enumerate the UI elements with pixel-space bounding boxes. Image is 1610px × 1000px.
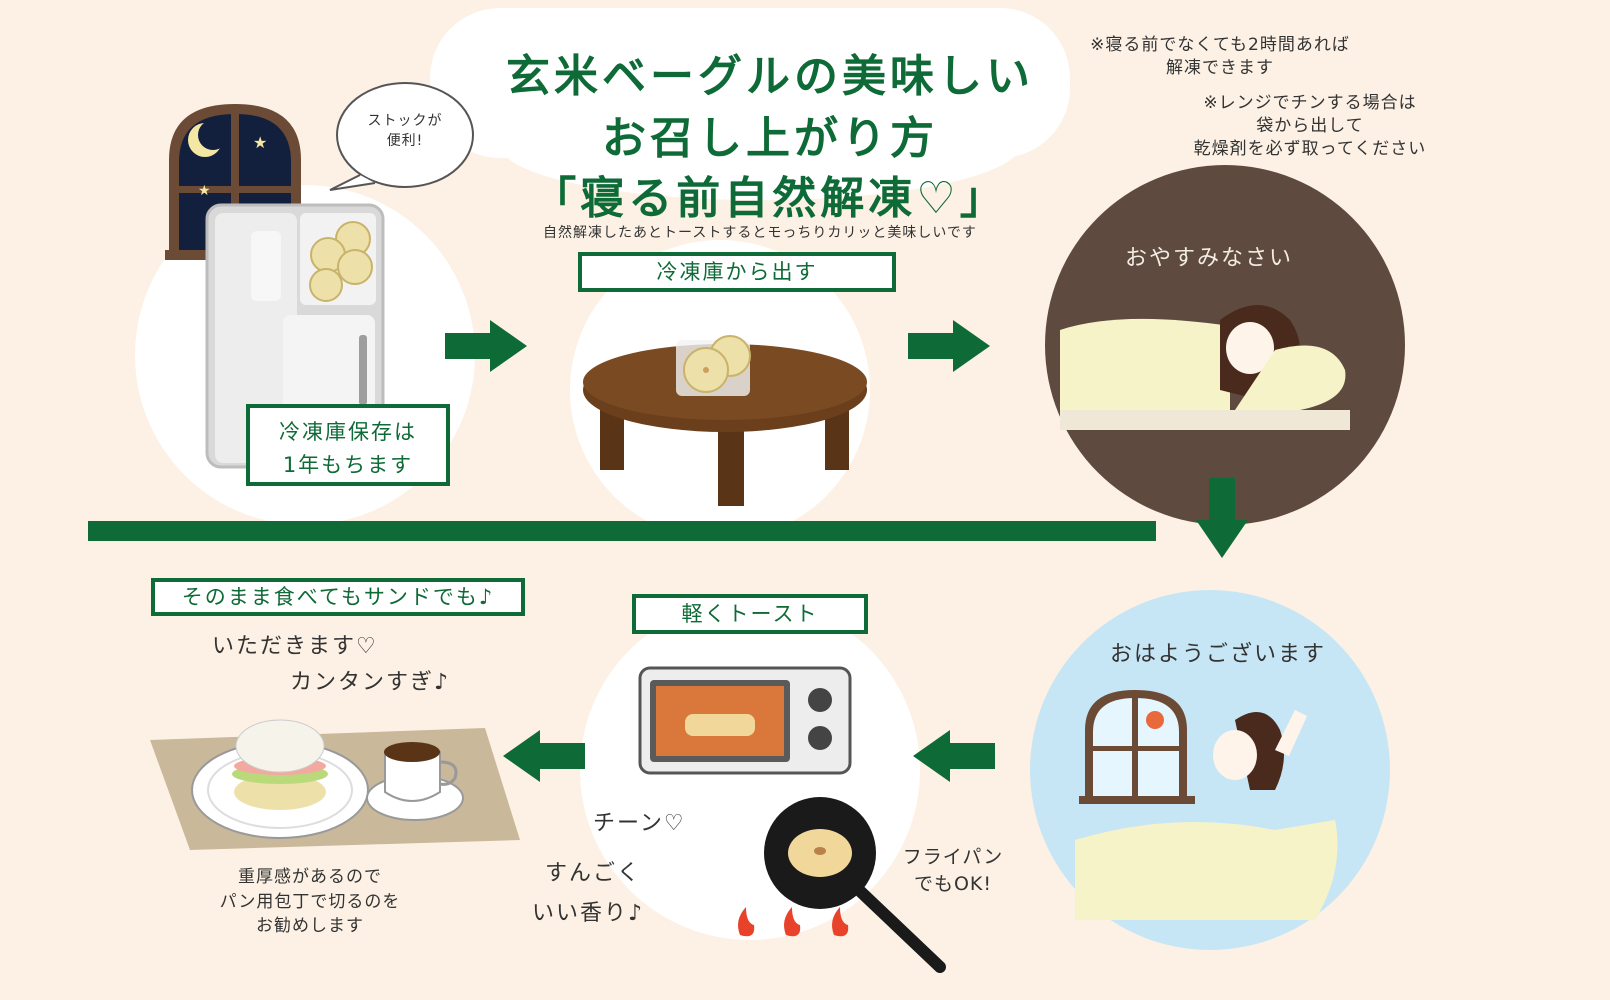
svg-text:★: ★: [253, 133, 267, 152]
title-cloud-puff: [500, 90, 1020, 200]
note-thaw-time-line2: 解凍できます: [1166, 57, 1274, 78]
arrow-down-icon: [1196, 478, 1248, 558]
sleeping-woman-illustration: [1060, 305, 1350, 430]
page-title-line2: お召し上がり方: [602, 113, 938, 164]
morning-illustration: [1075, 690, 1338, 920]
note-microwave-line2: 袋から出して: [1256, 115, 1364, 136]
eat-line1: いただきます♡: [212, 634, 378, 659]
toast-smell-line2: いい香り♪: [532, 901, 645, 926]
divider-line: [88, 521, 1156, 541]
eat-tip-line2: パン用包丁で切るのを: [219, 891, 401, 912]
page-title-line3: 「寝る前自然解凍♡」: [532, 173, 1008, 224]
speech-bubble-line2: 便利!: [386, 132, 424, 149]
toast-chin-text: チーン♡: [593, 811, 686, 836]
take-out-label: 冷凍庫から出す: [578, 252, 896, 292]
page-title-line1: 玄米ベーグルの美味しい: [506, 51, 1034, 102]
eat-tip-line3: お勧めします: [256, 916, 364, 937]
freezer-storage-label: 冷凍庫保存は 1年もちます: [246, 404, 450, 486]
page-subtitle: 自然解凍したあとトーストするとモっちりカリッと美味しいです: [543, 225, 977, 241]
note-microwave-line3: 乾燥剤を必ず取ってください: [1193, 138, 1427, 159]
speech-bubble-text: ストックが 便利!: [350, 112, 460, 151]
pan-note-line2: でもOK!: [913, 872, 993, 895]
arrow-right-icon: [445, 320, 527, 372]
toaster-oven-illustration: [638, 666, 852, 775]
meal-illustration: [150, 719, 520, 850]
pan-note-line1: フライパン: [902, 846, 1004, 868]
table-illustration: [583, 335, 867, 506]
arrow-left-icon: [913, 730, 995, 782]
eat-line2: カンタンすぎ♪: [290, 670, 451, 695]
freezer-storage-line2: 1年もちます: [282, 453, 414, 477]
eat-tip-line1: 重厚感があるので: [238, 867, 382, 887]
eat-tip: 重厚感があるので パン用包丁で切るのを お勧めします: [190, 865, 430, 939]
speech-bubble: [329, 82, 474, 191]
sleep-label: おやすみなさい: [1125, 246, 1294, 271]
note-thaw-time-line1: ※寝る前でなくても2時間あれば: [1090, 35, 1350, 55]
arrow-left-icon: [503, 730, 585, 782]
svg-text:★: ★: [198, 183, 211, 199]
toast-label: 軽くトースト: [632, 594, 868, 634]
arrow-right-icon: [908, 320, 990, 372]
frying-pan-illustration: [738, 797, 946, 973]
toast-smell-line1: すんごく: [545, 861, 642, 886]
note-thaw-time: ※寝る前でなくても2時間あれば 解凍できます: [1060, 34, 1380, 80]
eat-label: そのまま食べてもサンドでも♪: [151, 578, 525, 616]
note-microwave-line1: ※レンジでチンする場合は: [1203, 93, 1417, 113]
pan-note: フライパン でもOK!: [898, 844, 1008, 897]
morning-label: おはようございます: [1110, 642, 1327, 667]
speech-bubble-line1: ストックが: [367, 113, 443, 129]
note-microwave: ※レンジでチンする場合は 袋から出して 乾燥剤を必ず取ってください: [1160, 92, 1460, 161]
freezer-storage-line1: 冷凍庫保存は: [279, 420, 417, 444]
